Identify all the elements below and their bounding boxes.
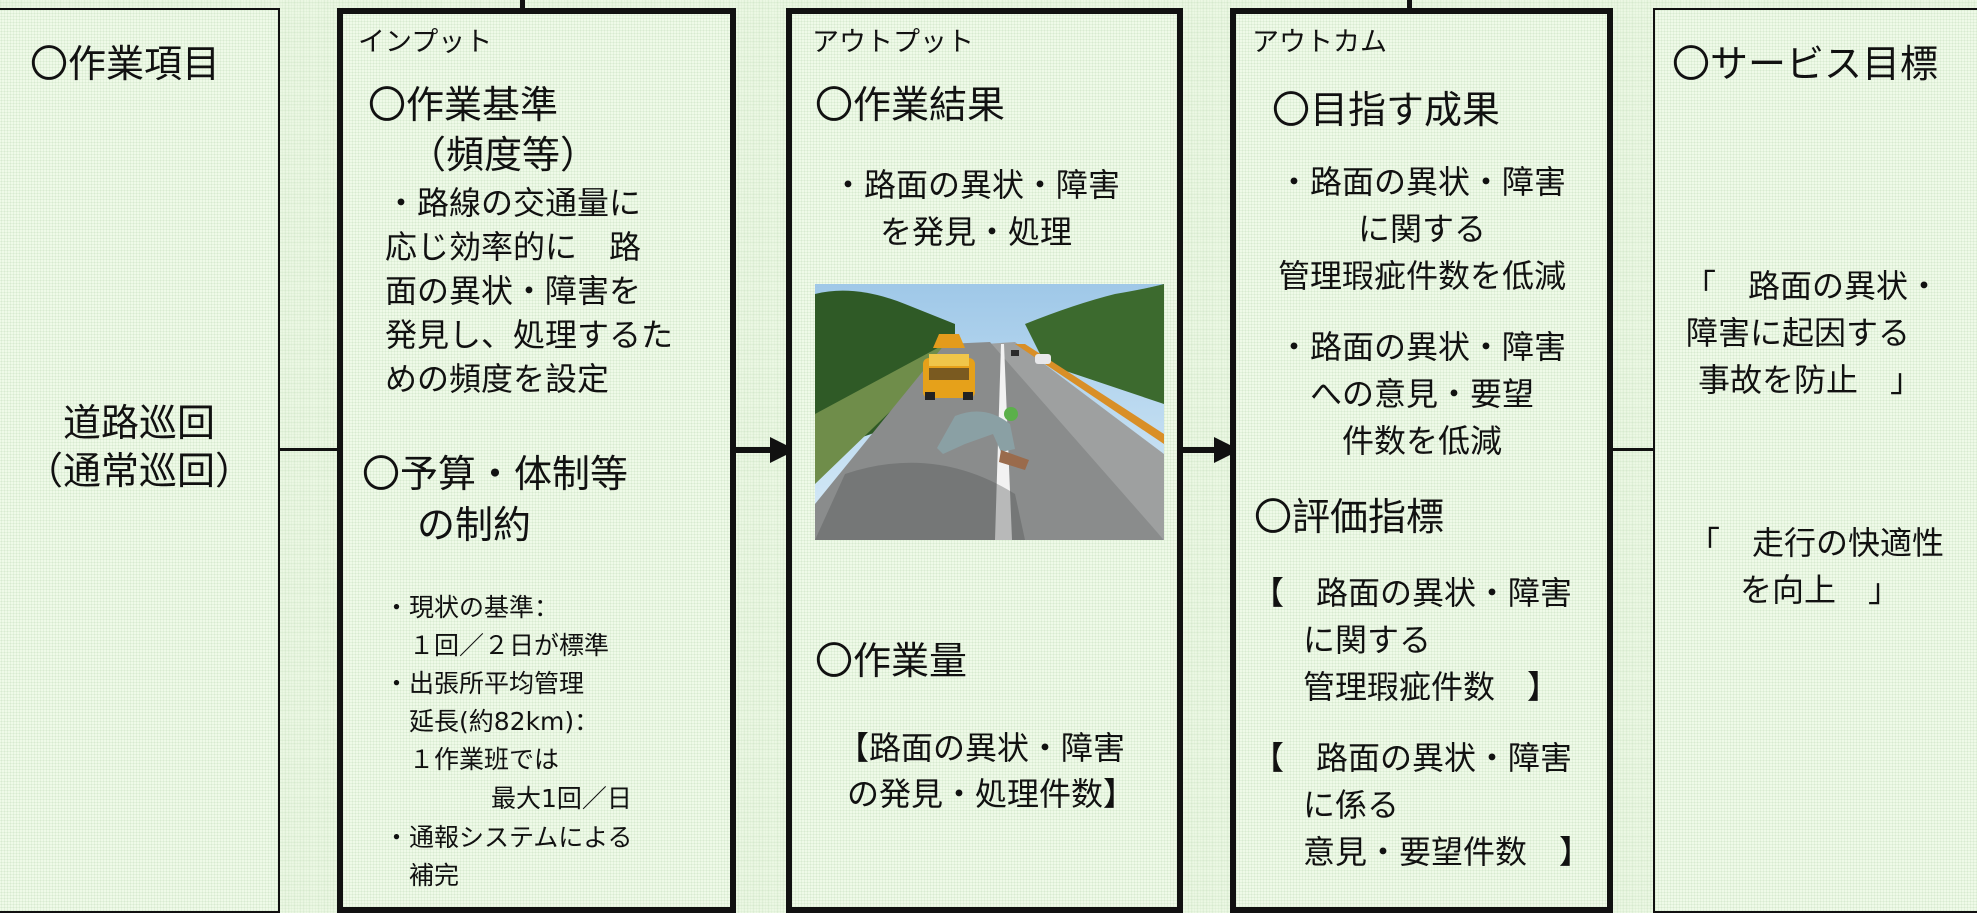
- input-constraint-heading-2: の制約: [417, 503, 532, 547]
- outcome-goal-line: 件数を低減: [1341, 422, 1502, 460]
- road-patrol-photo: [815, 284, 1164, 540]
- outcome-indicator-line: 【 路面の異状・障害: [1252, 739, 1573, 777]
- output-result-desc-2: を発見・処理: [880, 213, 1073, 251]
- connector-input-output: [736, 447, 772, 453]
- input-note-line: ・現状の基準：: [384, 593, 560, 622]
- input-note-line: ・通報システムによる: [384, 823, 633, 852]
- work-item-heading: 〇作業項目: [30, 42, 221, 86]
- work-item-name-line2: （通常巡回）: [24, 449, 253, 493]
- output-volume-heading: 〇作業量: [815, 639, 968, 683]
- output-result-desc-1: ・路面の異状・障害: [832, 166, 1121, 204]
- input-box: [337, 8, 736, 913]
- outcome-goal-heading: 〇目指す成果: [1272, 88, 1501, 132]
- top-connector-tick-left: [520, 0, 525, 10]
- service-goal-line: 事故を防止 」: [1698, 361, 1923, 399]
- service-goal-box: [1653, 8, 1977, 913]
- service-goal-line: 「 路面の異状・: [1684, 267, 1941, 305]
- input-label: インプット: [358, 27, 493, 58]
- input-note-line: 延長(約82km)：: [384, 707, 600, 736]
- outcome-box: [1230, 8, 1613, 913]
- input-standard-heading: 〇作業基準: [368, 83, 559, 127]
- input-constraint-heading: 〇予算・体制等: [362, 452, 629, 496]
- work-item-box: [0, 8, 280, 913]
- input-note-line: １回／２日が標準: [384, 631, 610, 660]
- input-standard-sub: （頻度等）: [408, 133, 599, 177]
- outcome-goal-line: に関する: [1357, 210, 1486, 248]
- input-standard-desc-line: ・路線の交通量に: [385, 184, 642, 222]
- outcome-indicator-line: に係る: [1303, 786, 1400, 824]
- input-standard-desc-line: 面の異状・障害を: [385, 272, 642, 310]
- input-standard-desc-line: 発見し、処理するた: [385, 316, 674, 354]
- connector-output-outcome: [1183, 447, 1216, 453]
- outcome-indicator-line: 意見・要望件数 】: [1303, 833, 1592, 871]
- output-result-heading: 〇作業結果: [815, 83, 1006, 127]
- connector-outcome-service: [1613, 448, 1653, 451]
- outcome-indicator-line: 【 路面の異状・障害: [1252, 574, 1573, 612]
- service-goal-line: 「 走行の快適性: [1688, 524, 1945, 562]
- outcome-goal-line: ・路面の異状・障害: [1277, 328, 1566, 366]
- outcome-goal-line: 管理瑕疵件数を低減: [1277, 257, 1566, 295]
- service-goal-line: 障害に起因する: [1686, 314, 1911, 352]
- input-standard-desc-line: 応じ効率的に 路: [385, 228, 642, 266]
- input-standard-desc-line: めの頻度を設定: [385, 360, 610, 398]
- output-label: アウトプット: [812, 27, 974, 58]
- work-item-name-line1: 道路巡回: [62, 401, 215, 445]
- input-note-line: 最大1回／日: [491, 784, 632, 813]
- service-goal-line: を向上 」: [1740, 571, 1901, 609]
- output-volume-desc-1: 【路面の異状・障害: [837, 729, 1126, 767]
- output-volume-desc-2: の発見・処理件数】: [847, 775, 1136, 813]
- top-connector-tick-right: [1407, 0, 1412, 10]
- input-note-line: １作業班では: [384, 745, 560, 774]
- connector-workitem-input: [278, 448, 337, 451]
- outcome-label: アウトカム: [1252, 27, 1387, 58]
- input-note-line: 補完: [384, 861, 460, 890]
- outcome-goal-line: ・路面の異状・障害: [1277, 163, 1566, 201]
- outcome-indicator-line: 管理瑕疵件数 】: [1303, 668, 1560, 706]
- input-note-line: ・出張所平均管理: [384, 669, 585, 698]
- service-goal-heading: 〇サービス目標: [1672, 42, 1939, 86]
- outcome-goal-line: への意見・要望: [1309, 375, 1534, 413]
- outcome-indicator-line: に関する: [1303, 621, 1432, 659]
- outcome-indicator-heading: 〇評価指標: [1254, 495, 1445, 539]
